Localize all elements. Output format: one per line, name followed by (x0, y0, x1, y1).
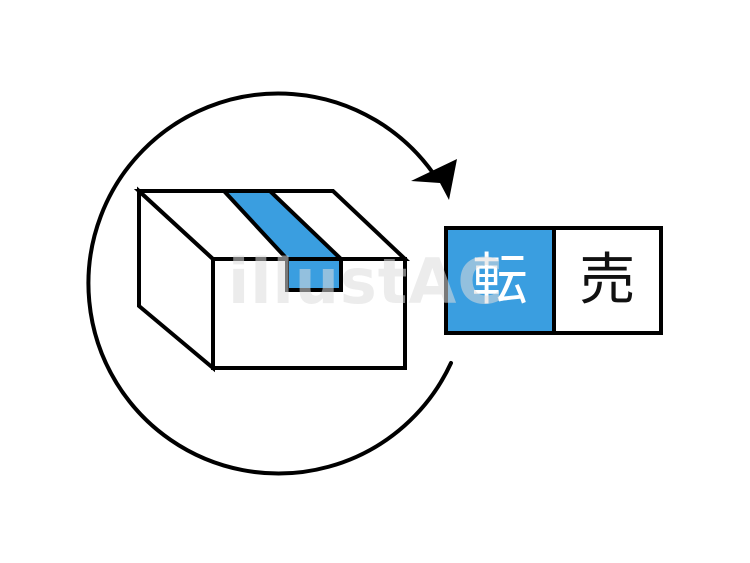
label-char-first: 転 (448, 230, 556, 331)
cycle-arc (86, 91, 453, 476)
resale-label: 転 売 (444, 226, 663, 335)
packing-tape-icon (219, 189, 346, 292)
label-char-second: 売 (579, 247, 636, 313)
circular-arrow-icon (86, 91, 457, 476)
tape-front-flap (285, 257, 343, 292)
arrowhead-icon (411, 159, 457, 200)
